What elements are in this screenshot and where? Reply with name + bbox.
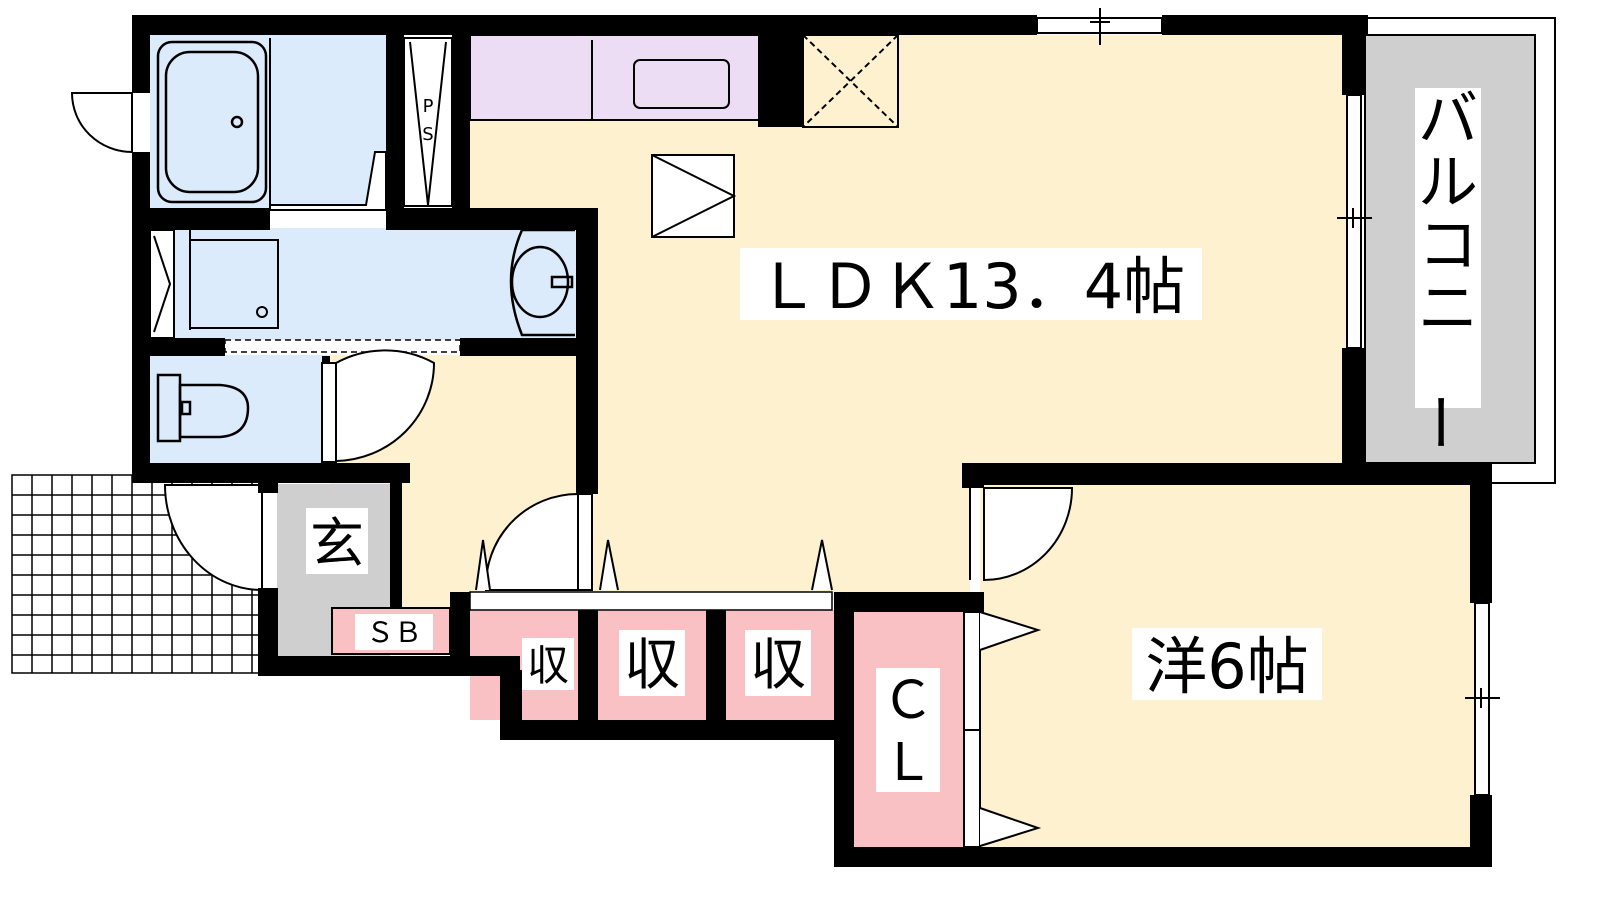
western-room-label: 洋6帖 — [1145, 630, 1308, 703]
shoebox-outline — [331, 607, 451, 655]
ldk-label: ＬＤＫ13．4帖 — [757, 250, 1185, 323]
hall-door-leaf — [577, 493, 593, 591]
washroom-floor — [150, 228, 580, 340]
closet-label-l: Ｌ — [882, 733, 934, 793]
storage-small-door — [475, 539, 491, 591]
pipe-space-p-label: P — [423, 96, 434, 117]
kitchen-fixtures — [469, 34, 899, 128]
storage-mid-door — [599, 539, 619, 591]
toilet-icon — [156, 373, 250, 443]
storage-small-label: 収 — [527, 641, 569, 690]
balcony-outline — [1365, 17, 1556, 484]
bath-entry-door — [70, 92, 133, 154]
balcony-label-char: バ — [1418, 85, 1478, 155]
closet-label-c: Ｃ — [882, 671, 934, 731]
ldk-label-bg — [740, 248, 1202, 320]
balcony-label-char: コ — [1418, 211, 1478, 281]
fridge-icon — [651, 154, 737, 238]
storage-right-door — [811, 539, 833, 591]
storage-small-label-bg — [522, 638, 574, 690]
entry-door-swing — [163, 484, 263, 592]
kitchen-counter — [470, 35, 760, 120]
balcony-label-bg — [1415, 88, 1481, 408]
shoebox-label: ＳＢ — [366, 616, 422, 649]
washroom-fixtures — [149, 229, 279, 339]
toilet-floor — [150, 355, 330, 463]
storage-right-label-bg — [745, 630, 811, 696]
sink-icon — [509, 228, 575, 337]
balcony-label-char: ー — [1403, 392, 1473, 452]
windows — [1036, 8, 1500, 796]
balcony-label-char: ニ — [1418, 274, 1478, 344]
pipe-space: P S — [403, 37, 453, 207]
storage-right-label: 収 — [750, 633, 806, 698]
closet-label-bg — [876, 668, 940, 792]
storage-door-rail — [469, 591, 833, 611]
balcony-label: バルコニー — [1403, 85, 1478, 452]
bathtub-icon — [156, 40, 268, 204]
walls — [132, 15, 1492, 867]
washroom-door — [224, 339, 461, 353]
western-label-bg — [1132, 628, 1322, 700]
entrance-label: 玄 — [310, 512, 364, 575]
toilet-door — [321, 349, 436, 463]
pipe-space-s-label: S — [422, 124, 433, 145]
ldk-floor-b — [590, 465, 970, 600]
storage-mid-label: 収 — [624, 633, 680, 698]
entrance-label-bg — [306, 508, 368, 574]
closet-doors — [963, 611, 1042, 848]
storage-mid-label-bg — [619, 630, 685, 696]
western-door — [983, 487, 1074, 582]
shoebox-label-bg — [355, 614, 433, 650]
balcony-label-char: ル — [1418, 148, 1478, 218]
